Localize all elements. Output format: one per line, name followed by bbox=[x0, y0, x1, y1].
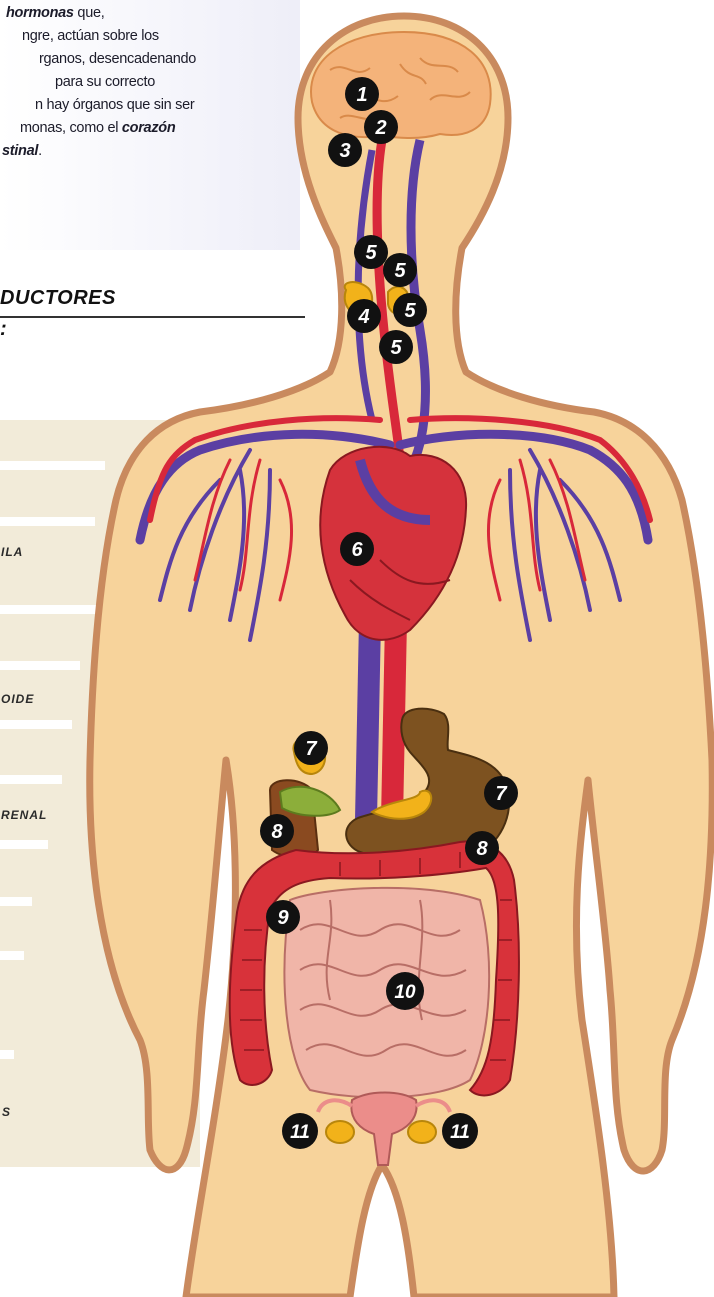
marker-9: 9 bbox=[266, 900, 300, 934]
marker-11a: 11 bbox=[282, 1113, 318, 1149]
svg-text:6: 6 bbox=[351, 539, 363, 561]
marker-11b: 11 bbox=[442, 1113, 478, 1149]
marker-10: 10 bbox=[386, 972, 424, 1010]
svg-text:5: 5 bbox=[365, 242, 377, 264]
svg-text:5: 5 bbox=[404, 300, 416, 322]
marker-8a: 8 bbox=[260, 814, 294, 848]
svg-text:4: 4 bbox=[357, 306, 369, 328]
marker-6: 6 bbox=[340, 532, 374, 566]
marker-1: 1 bbox=[345, 77, 379, 111]
marker-3: 3 bbox=[328, 133, 362, 167]
ovary-right bbox=[408, 1121, 436, 1143]
svg-text:8: 8 bbox=[271, 821, 283, 843]
svg-text:11: 11 bbox=[450, 1122, 470, 1143]
svg-text:7: 7 bbox=[305, 738, 317, 760]
marker-5a: 5 bbox=[354, 235, 388, 269]
marker-4: 4 bbox=[347, 299, 381, 333]
svg-text:7: 7 bbox=[495, 783, 507, 805]
svg-text:2: 2 bbox=[374, 117, 386, 139]
marker-8b: 8 bbox=[465, 831, 499, 865]
svg-text:8: 8 bbox=[476, 838, 488, 860]
marker-5c: 5 bbox=[393, 293, 427, 327]
marker-7b: 7 bbox=[484, 776, 518, 810]
marker-5b: 5 bbox=[383, 253, 417, 287]
ovary-left bbox=[326, 1121, 354, 1143]
marker-7a: 7 bbox=[294, 731, 328, 765]
svg-text:11: 11 bbox=[290, 1122, 310, 1143]
svg-text:9: 9 bbox=[277, 907, 289, 929]
svg-text:5: 5 bbox=[394, 260, 406, 282]
marker-5d: 5 bbox=[379, 330, 413, 364]
svg-text:5: 5 bbox=[390, 337, 402, 359]
svg-text:3: 3 bbox=[339, 140, 350, 162]
marker-2: 2 bbox=[364, 110, 398, 144]
svg-text:10: 10 bbox=[394, 982, 416, 1003]
svg-text:1: 1 bbox=[356, 84, 367, 106]
brain bbox=[311, 32, 491, 138]
